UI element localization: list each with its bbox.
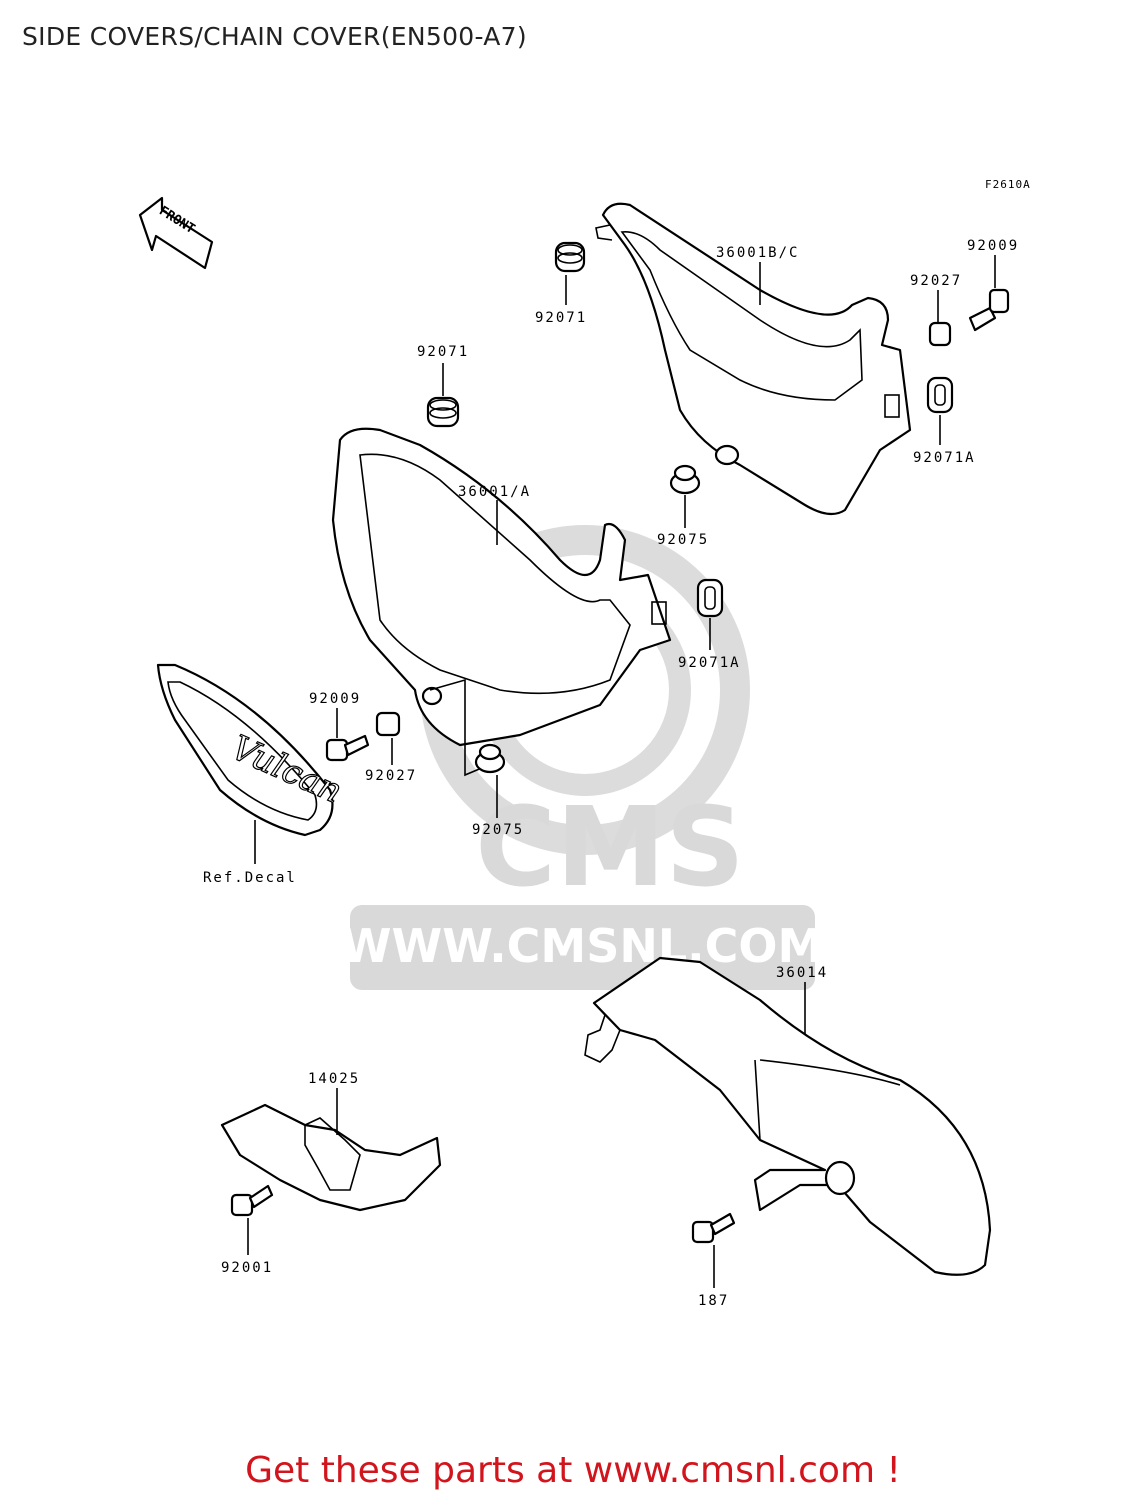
part-label: 92071 — [417, 344, 469, 360]
part-label: 187 — [698, 1293, 729, 1309]
part-labels: 92071 36001B/C 92009 92027 92071A 92071 … — [203, 238, 1019, 1309]
page-title: SIDE COVERS/CHAIN COVER(EN500-A7) — [22, 22, 527, 51]
part-label: 36001/A — [458, 484, 531, 500]
front-arrow-icon: FRONT — [138, 196, 214, 270]
watermark: CMS WWW.CMSNL.COM — [341, 525, 824, 990]
part-label: 92009 — [309, 691, 361, 707]
part-label: 92001 — [221, 1260, 273, 1276]
part-label: 92071 — [535, 310, 587, 326]
grommet-92071a-left — [696, 578, 724, 618]
grommet-92071-top — [554, 241, 586, 273]
part-label: 92075 — [657, 532, 709, 548]
hardware — [230, 241, 1010, 1244]
figure-ref: F2610A — [985, 178, 1031, 191]
spacer-92027-right — [928, 321, 952, 347]
watermark-url: WWW.CMSNL.COM — [341, 919, 824, 973]
bolt-187 — [691, 1212, 736, 1244]
bolt-92001 — [230, 1184, 274, 1217]
part-label: 36014 — [776, 965, 828, 981]
chain-guard — [220, 1103, 442, 1212]
vulcan-decal: Vulcan — [156, 663, 348, 837]
part-label: Ref.Decal — [203, 870, 297, 886]
part-label: 92009 — [967, 238, 1019, 254]
part-label: 92075 — [472, 822, 524, 838]
part-label: 92071A — [678, 655, 741, 671]
part-label: 92027 — [910, 273, 962, 289]
grommet-92075-left — [474, 743, 506, 774]
footer-link[interactable]: Get these parts at www.cmsnl.com ! — [245, 1450, 901, 1491]
bolt-92009-left — [325, 734, 370, 762]
watermark-logo: CMS — [475, 783, 744, 911]
leader-lines — [247, 255, 996, 1288]
chain-cover — [584, 956, 992, 1276]
side-cover-left — [331, 427, 672, 777]
part-label: 92071A — [913, 450, 976, 466]
part-label: 36001B/C — [716, 245, 799, 261]
spacer-92027-left — [375, 711, 401, 737]
part-label: 92027 — [365, 768, 417, 784]
part-label: 14025 — [308, 1071, 360, 1087]
bolt-92009-right — [968, 288, 1010, 332]
grommet-92075-right — [669, 464, 701, 495]
grommet-92071-mid — [426, 396, 460, 428]
side-cover-right — [595, 202, 912, 516]
grommet-92071a-right — [926, 376, 954, 414]
